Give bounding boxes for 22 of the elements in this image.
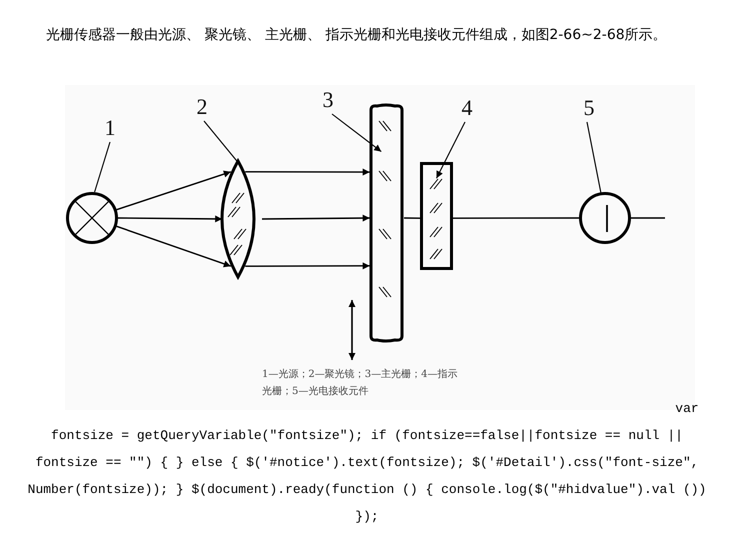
leader-line: [94, 142, 111, 192]
leader-line: [332, 114, 382, 152]
figure-caption: 1—光源；2—聚光镜；3—主光栅；4—指示光栅；5—光电接收元件: [262, 368, 458, 399]
light-ray-arrow: [245, 168, 370, 176]
callout-number: 3: [318, 88, 338, 114]
callout-number: 4: [457, 96, 477, 122]
optical-axis-line: [404, 217, 420, 219]
leader-line: [586, 122, 602, 193]
light-ray-arrow: [118, 215, 222, 222]
optical-axis-line: [631, 217, 665, 219]
code-text: var fontsize = getQueryVariable("fontsize"); if (fontsize==false||fontsize == null || fontsize == "") { } else { $('#notice').text(fontsize); $('#Detail').css("font-size", Number(fontsize)); } $(document).ready(function () { console.log($("#hidvalue").val ()) });: [26, 400, 708, 526]
leader-line: [204, 120, 238, 163]
callout-number: 2: [192, 95, 212, 121]
optical-axis-line: [453, 217, 579, 219]
callout-number: 5: [579, 96, 599, 122]
intro-paragraph: 光栅传感器一般由光源、 聚光镜、 主光栅、 指示光栅和光电接收元件组成，如图2-66~2-68所示。: [45, 26, 668, 45]
light-ray-arrow: [116, 170, 232, 210]
leader-line: [436, 122, 466, 178]
light-ray-arrow: [116, 226, 232, 268]
callout-number: 1: [100, 116, 120, 142]
light-ray-arrow: [245, 262, 370, 270]
light-ray-arrow: [262, 214, 370, 222]
